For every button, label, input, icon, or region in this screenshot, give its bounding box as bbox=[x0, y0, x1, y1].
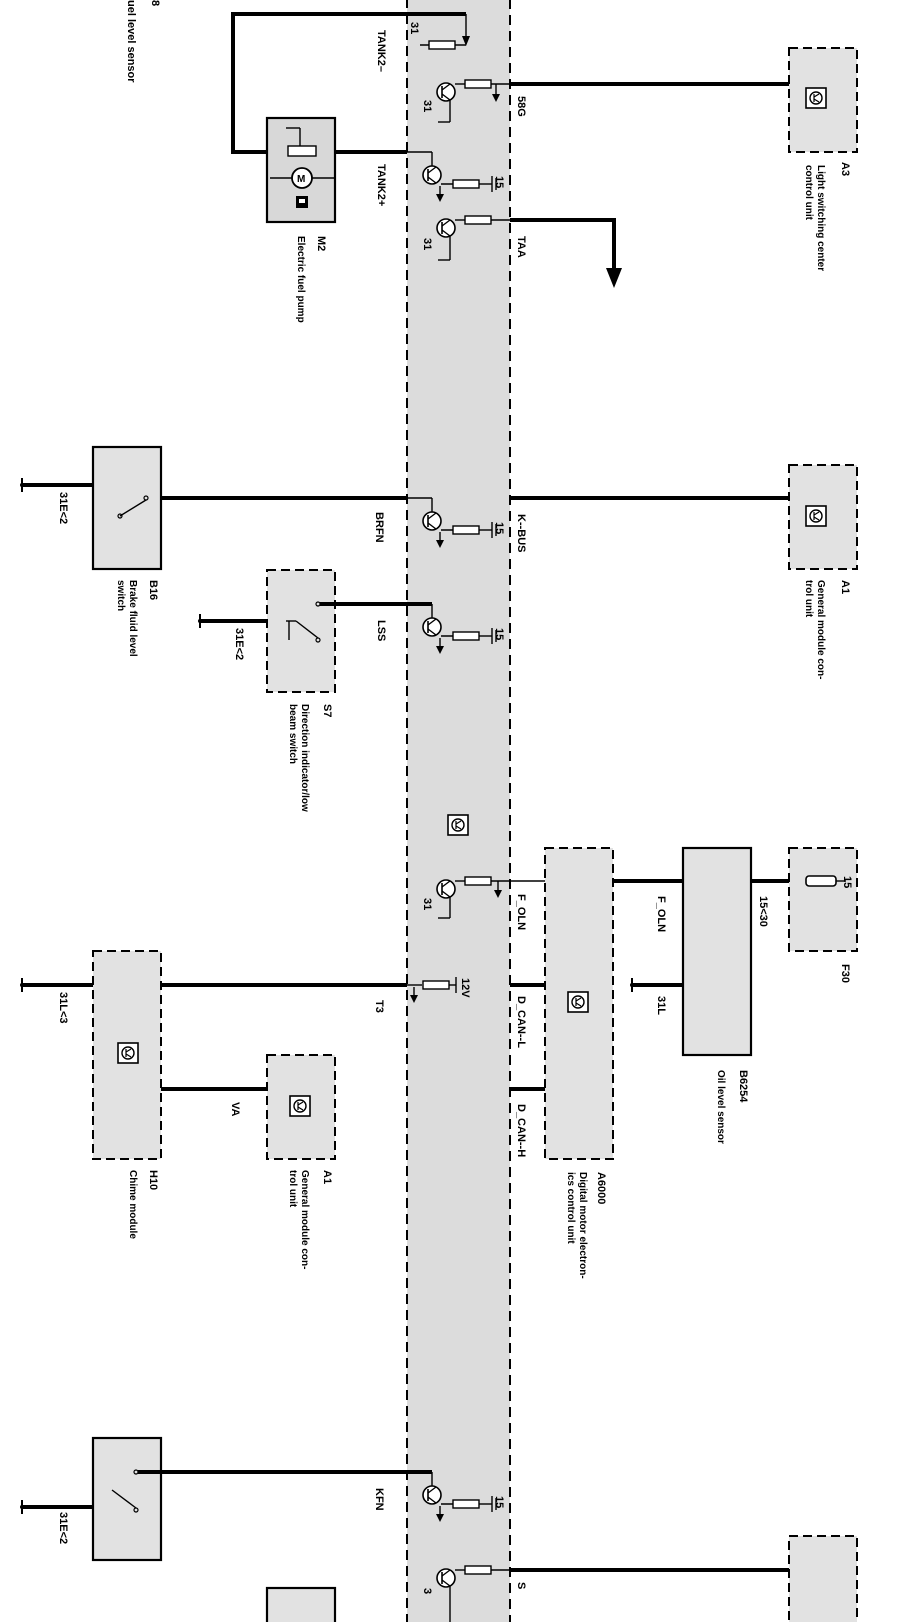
b6254-desc: Oil level sensor bbox=[715, 1070, 726, 1144]
b16-desc-2: switch bbox=[115, 580, 126, 611]
a1-top-desc-1: General module con- bbox=[815, 580, 826, 679]
label-d-can-l: D_CAN--L bbox=[515, 996, 527, 1048]
ground-h10 bbox=[19, 977, 25, 993]
label-k-bus: K--BUS bbox=[515, 514, 527, 553]
b16-brake-fluid-switch bbox=[91, 445, 163, 571]
a1-top-control-icon bbox=[805, 505, 827, 527]
transistor-brfn bbox=[422, 511, 442, 531]
a1-bot-desc-2: trol unit bbox=[287, 1170, 298, 1208]
central-module-box bbox=[406, 0, 511, 1622]
label-f-oln-b: F_OLN bbox=[655, 896, 667, 932]
b6254-id: B6254 bbox=[737, 1070, 749, 1103]
a6000-desc-2: ics control unit bbox=[565, 1172, 576, 1244]
fuse-icon bbox=[805, 875, 837, 887]
label-va: VA bbox=[229, 1102, 241, 1117]
label-15-f30: 15 bbox=[841, 876, 853, 888]
a3-control-icon bbox=[805, 87, 827, 109]
wire-taa bbox=[510, 218, 616, 272]
label-15-tank: 15 bbox=[493, 176, 505, 188]
label-s-partial: S bbox=[515, 1582, 527, 1589]
s7-id: S7 bbox=[321, 704, 333, 717]
transistor-58g bbox=[436, 82, 456, 102]
ground-s7 bbox=[197, 613, 203, 629]
taa-arrow bbox=[606, 268, 622, 288]
bottom-right-module-box bbox=[788, 1535, 858, 1622]
h10-desc: Chime module bbox=[127, 1170, 138, 1239]
a1-bot-id: A1 bbox=[321, 1170, 333, 1184]
fuel-sensor-id-partial: 8 bbox=[149, 0, 161, 6]
transistor-f-oln bbox=[436, 879, 456, 899]
b16-id: B16 bbox=[147, 580, 159, 600]
ground-31l bbox=[629, 977, 635, 993]
label-kfn: KFN bbox=[373, 1488, 385, 1511]
m2-id: M2 bbox=[315, 236, 327, 251]
bottom-partial-box bbox=[265, 1586, 337, 1622]
label-lss: LSS bbox=[375, 620, 387, 641]
label-31l: 31L bbox=[655, 996, 667, 1015]
label-15-30: 15<30 bbox=[757, 896, 769, 927]
bottom-switch-box bbox=[91, 1436, 163, 1562]
transistor-lss bbox=[422, 617, 442, 637]
f30-fuse-box bbox=[788, 847, 858, 952]
label-3-partial: 3 bbox=[421, 1588, 433, 1594]
a1-bot-desc-1: General module con- bbox=[299, 1170, 310, 1269]
h10-id: H10 bbox=[147, 1170, 159, 1190]
transistor-s bbox=[436, 1568, 456, 1588]
ground-bottom bbox=[19, 1499, 25, 1515]
label-15-lss: 15 bbox=[493, 628, 505, 640]
label-31-in: 31 bbox=[408, 22, 420, 34]
wire-tank2-minus bbox=[231, 12, 466, 154]
a3-desc-2: control unit bbox=[803, 165, 814, 221]
label-gnd-b16: 31E<2 bbox=[57, 492, 69, 524]
label-t3: T3 bbox=[373, 1000, 385, 1013]
m2-desc: Electric fuel pump bbox=[295, 236, 306, 323]
b6254-oil-level-sensor bbox=[681, 846, 753, 1057]
a1-top-id: A1 bbox=[839, 580, 851, 594]
label-58g: 58G bbox=[515, 96, 527, 117]
transistor-kfn bbox=[422, 1485, 442, 1505]
transistor-taa bbox=[436, 218, 456, 238]
label-gnd-h10: 31L<3 bbox=[57, 992, 69, 1024]
label-15-kfn: 15 bbox=[493, 1496, 505, 1508]
resistor-12v bbox=[422, 980, 450, 990]
s7-desc-1: Direction indicator/low bbox=[299, 704, 310, 812]
label-15-brfn: 15 bbox=[493, 522, 505, 534]
a1-top-desc-2: trol unit bbox=[803, 580, 814, 618]
label-31-f-oln: 31 bbox=[421, 898, 433, 910]
h10-control-icon bbox=[117, 1042, 139, 1064]
central-module-icon bbox=[447, 814, 469, 836]
label-d-can-h: D_CAN--H bbox=[515, 1104, 527, 1157]
resistor-31-in bbox=[428, 40, 456, 50]
label-taa: TAA bbox=[515, 236, 527, 258]
b16-desc-1: Brake fluid level bbox=[127, 580, 138, 657]
label-tank2-minus: TANK2– bbox=[375, 30, 387, 72]
label-f-oln-a: F_OLN bbox=[515, 894, 527, 930]
a6000-id: A6000 bbox=[595, 1172, 607, 1204]
svg-text:M: M bbox=[297, 174, 305, 185]
label-gnd-bottom: 31E<2 bbox=[57, 1512, 69, 1544]
transistor-tank2-plus bbox=[422, 165, 442, 185]
a6000-desc-1: Digital motor electron- bbox=[577, 1172, 588, 1279]
label-12v: 12V bbox=[459, 978, 471, 998]
a3-desc-1: Light switching center bbox=[815, 165, 826, 271]
a6000-control-icon bbox=[567, 991, 589, 1013]
ground-b16 bbox=[19, 477, 25, 493]
label-31-taa: 31 bbox=[421, 238, 433, 250]
s7-desc-2: beam switch bbox=[287, 704, 298, 764]
a1-bottom-control-icon bbox=[289, 1095, 311, 1117]
label-tank2-plus: TANK2+ bbox=[375, 164, 387, 206]
label-31-58g: 31 bbox=[421, 100, 433, 112]
label-brfn: BRFN bbox=[373, 512, 385, 543]
f30-id: F30 bbox=[839, 964, 851, 983]
fuel-level-sensor-label: uel level sensor bbox=[125, 0, 137, 83]
label-gnd-s7: 31E<2 bbox=[233, 628, 245, 660]
s7-direction-indicator-switch bbox=[266, 569, 336, 693]
a3-id: A3 bbox=[839, 162, 851, 176]
